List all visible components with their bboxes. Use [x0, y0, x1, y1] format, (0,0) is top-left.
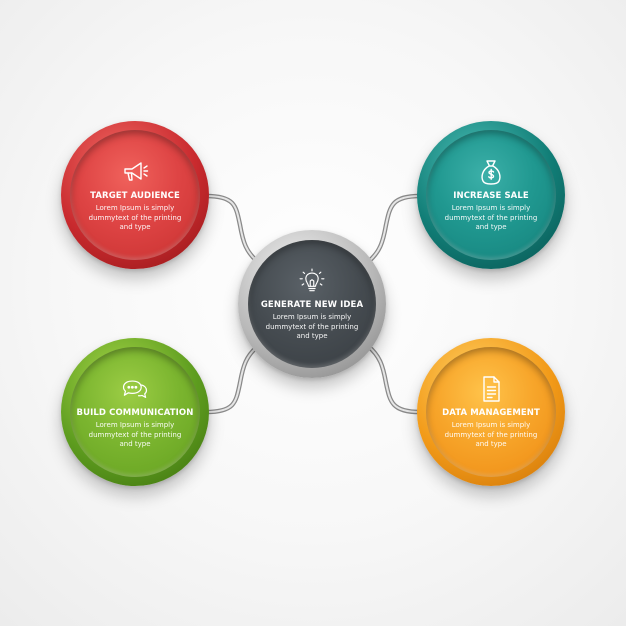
node-increase-sale-face: INCREASE SALE Lorem Ipsum is simply dumm…	[426, 130, 556, 260]
node-increase-sale-title: INCREASE SALE	[453, 191, 529, 202]
node-data-management-face: DATA MANAGEMENT Lorem Ipsum is simply du…	[426, 347, 556, 477]
node-generate-new-idea-desc: Lorem Ipsum is simply dummytext of the p…	[265, 313, 359, 341]
node-build-communication: BUILD COMMUNICATION Lorem Ipsum is simpl…	[61, 338, 209, 486]
money-bag-icon	[481, 160, 501, 185]
node-target-audience: TARGET AUDIENCE Lorem Ipsum is simply du…	[61, 121, 209, 269]
node-generate-new-idea: GENERATE NEW IDEA Lorem Ipsum is simply …	[238, 230, 386, 378]
node-target-audience-desc: Lorem Ipsum is simply dummytext of the p…	[88, 204, 182, 232]
node-data-management: DATA MANAGEMENT Lorem Ipsum is simply du…	[417, 338, 565, 486]
node-generate-new-idea-face: GENERATE NEW IDEA Lorem Ipsum is simply …	[248, 240, 376, 368]
node-increase-sale: INCREASE SALE Lorem Ipsum is simply dumm…	[417, 121, 565, 269]
node-data-management-title: DATA MANAGEMENT	[442, 408, 540, 419]
document-icon	[483, 376, 500, 402]
connector-top-right	[366, 193, 421, 264]
node-target-audience-title: TARGET AUDIENCE	[90, 191, 180, 202]
node-build-communication-title: BUILD COMMUNICATION	[76, 408, 194, 419]
lightbulb-icon	[299, 268, 325, 292]
connector-bottom-right	[366, 344, 421, 415]
node-build-communication-face: BUILD COMMUNICATION Lorem Ipsum is simpl…	[70, 347, 200, 477]
node-increase-sale-desc: Lorem Ipsum is simply dummytext of the p…	[444, 204, 538, 232]
megaphone-icon	[124, 162, 149, 181]
node-data-management-desc: Lorem Ipsum is simply dummytext of the p…	[444, 421, 538, 449]
node-generate-new-idea-title: GENERATE NEW IDEA	[260, 300, 364, 311]
node-target-audience-face: TARGET AUDIENCE Lorem Ipsum is simply du…	[70, 130, 200, 260]
connector-bottom-left	[205, 344, 260, 415]
chat-bubbles-icon	[122, 380, 148, 399]
connector-top-left	[205, 193, 260, 264]
node-build-communication-desc: Lorem Ipsum is simply dummytext of the p…	[88, 421, 182, 449]
